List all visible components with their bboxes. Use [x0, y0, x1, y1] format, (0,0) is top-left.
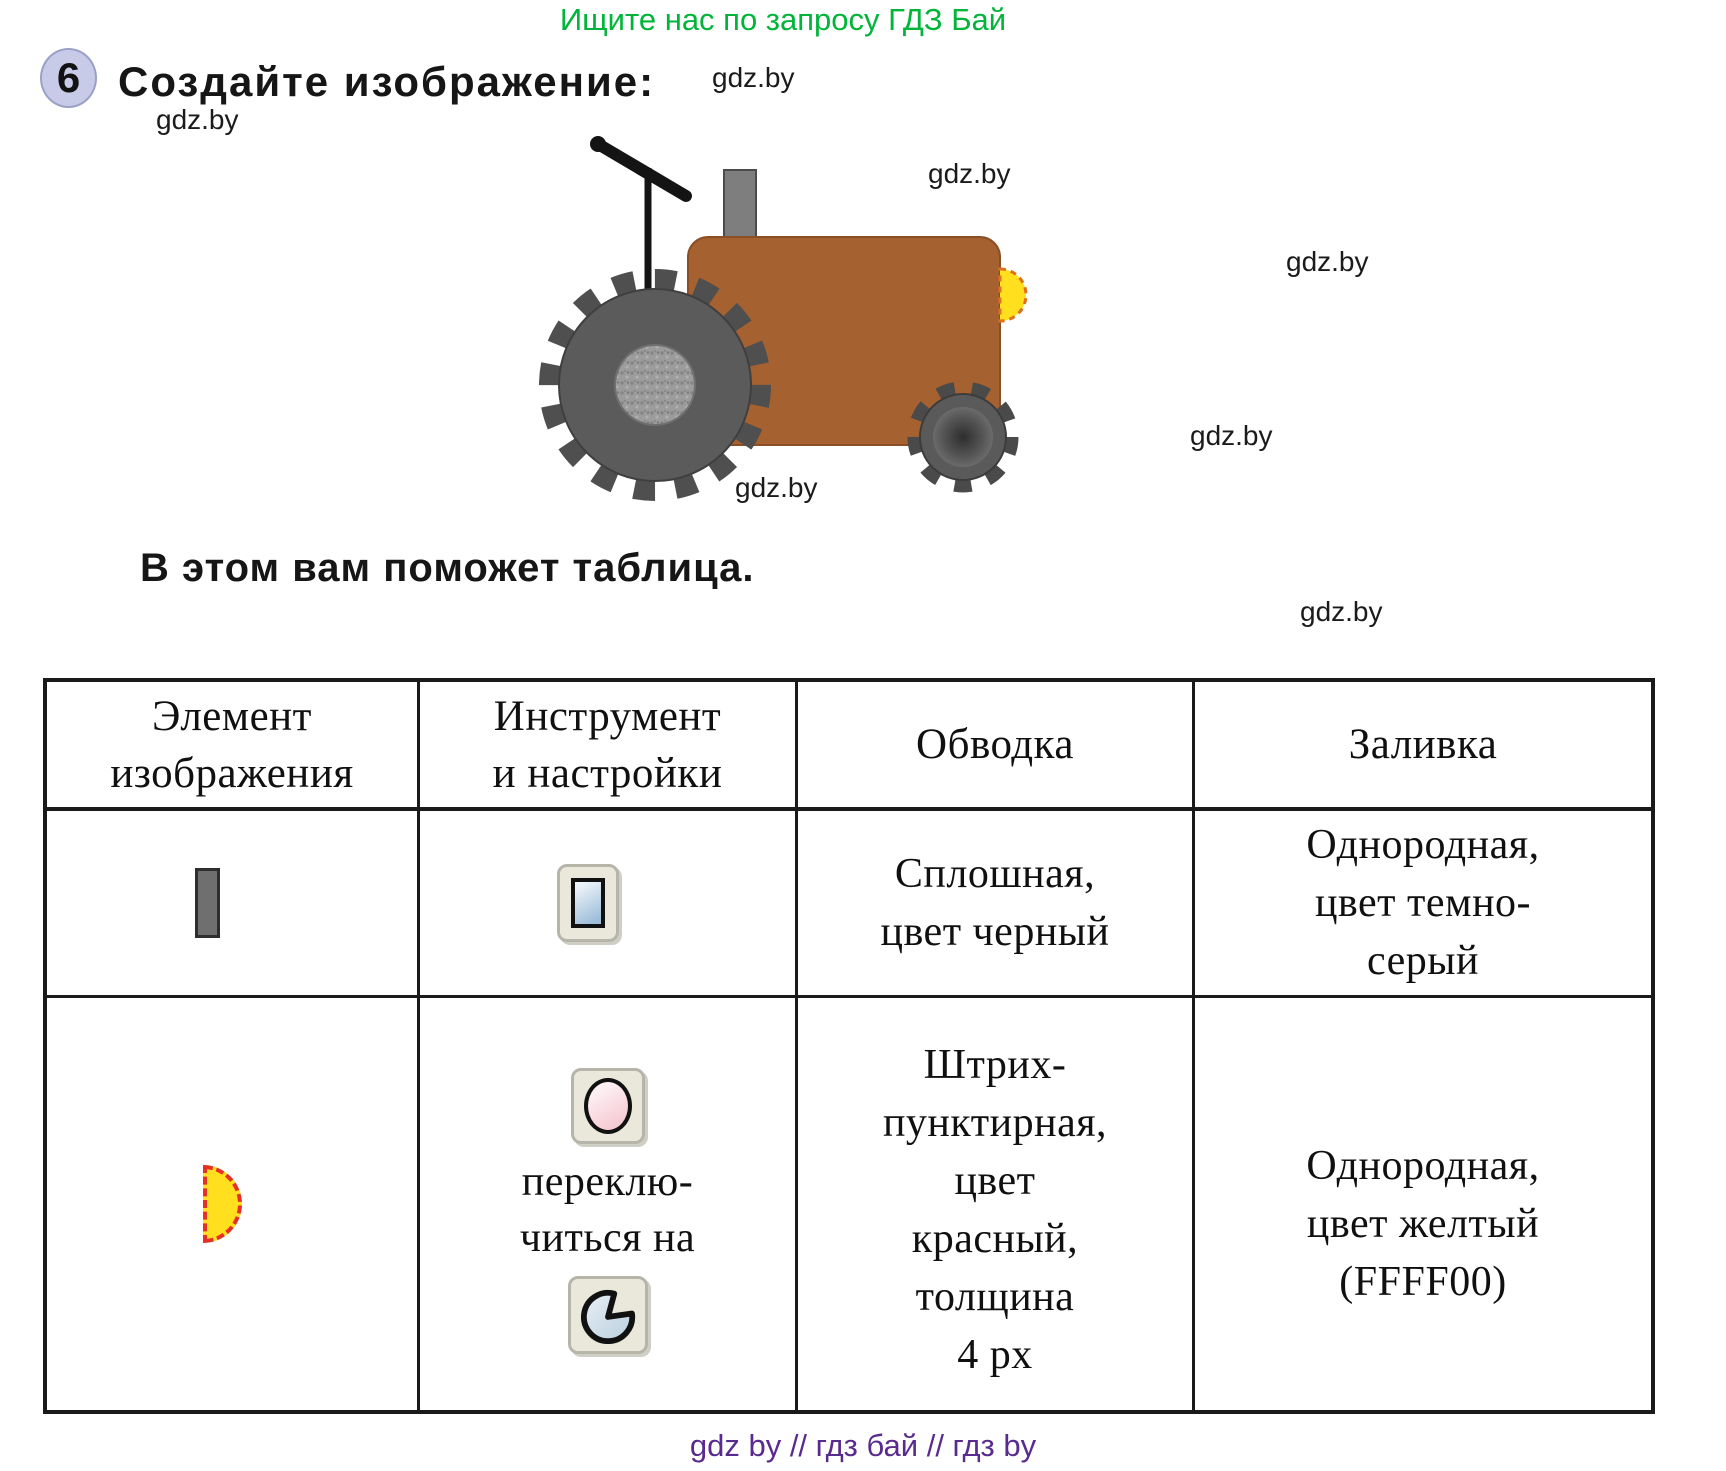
footer-watermark: gdz by // гдз бай // гдз by: [689, 1428, 1037, 1463]
task-number: 6: [56, 54, 81, 101]
rectangle-tool-icon: [556, 864, 619, 942]
yellow-half-circle-element: [202, 1165, 242, 1243]
helper-text: В этом вам поможет таблица.: [140, 546, 755, 590]
small-wheel-hub: [933, 407, 993, 467]
ellipse-tool-glyph: [583, 1078, 632, 1134]
gdz-watermark: gdz.by: [1190, 420, 1273, 451]
tractor-figure: [539, 136, 1028, 501]
small-wheel: [907, 381, 1019, 493]
gdz-watermark: gdz.by: [928, 158, 1011, 189]
headlight: [998, 267, 1028, 323]
header-element: Элемент изображения: [47, 682, 420, 811]
gdz-watermark: gdz.by: [1300, 596, 1383, 627]
promo-banner: Ищите нас по запросу ГДЗ Бай: [559, 2, 1007, 37]
gray-rectangle-element: [194, 868, 220, 938]
small-wheel-teeth: [907, 381, 1019, 493]
switch-instruction: переклю- читься на: [519, 1159, 696, 1261]
row2-element-cell: [47, 998, 420, 1410]
row2-tool-cell: переклю- читься на: [420, 998, 798, 1410]
row1-element-cell: [47, 811, 420, 998]
reference-table: Элемент изображения Инструмент и настрой…: [43, 678, 1655, 1414]
rectangle-tool-glyph: [570, 878, 605, 928]
task-number-badge: 6: [40, 48, 97, 108]
big-wheel-hub: [614, 344, 696, 426]
steering-knob: [590, 136, 606, 152]
header-tool: Инструмент и настройки: [420, 682, 798, 811]
row2-stroke-cell: Штрих- пунктирная, цвет красный, толщина…: [798, 998, 1195, 1410]
big-wheel-teeth: [539, 269, 771, 501]
steering-handle: [592, 138, 692, 202]
pie-arc-tool-icon: [567, 1276, 648, 1354]
task-title: Создайте изображение:: [118, 58, 656, 105]
row1-tool-cell: [420, 811, 798, 998]
gdz-watermark: gdz.by: [156, 104, 239, 135]
header-fill: Заливка: [1195, 682, 1651, 811]
gdz-watermark: gdz.by: [712, 62, 795, 93]
ellipse-tool-icon: [570, 1068, 645, 1144]
pie-arc-tool-glyph: [580, 1289, 635, 1344]
gdz-watermark: gdz.by: [735, 472, 818, 503]
row2-fill-cell: Однородная, цвет желтый (FFFF00): [1306, 1143, 1540, 1305]
big-wheel: [539, 269, 771, 501]
row1-fill-cell: Однородная, цвет темно- серый: [1195, 811, 1651, 998]
row1-stroke-cell: Сплошная, цвет черный: [798, 811, 1195, 998]
header-stroke: Обводка: [798, 682, 1195, 811]
gdz-watermark: gdz.by: [1286, 246, 1369, 277]
